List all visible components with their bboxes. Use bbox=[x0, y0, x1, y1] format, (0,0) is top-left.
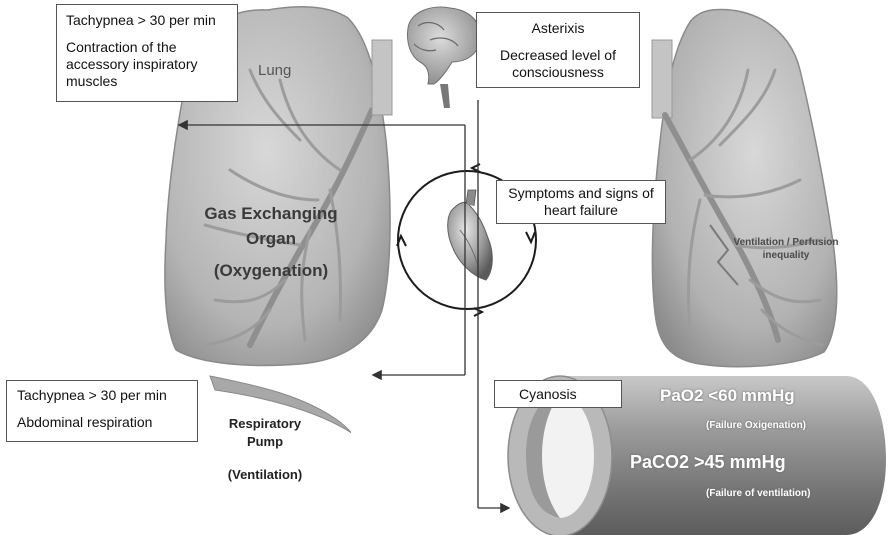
abdominal-respiration-text: Abdominal respiration bbox=[17, 414, 187, 431]
pao2-subtext: (Failure Oxigenation) bbox=[706, 420, 806, 431]
lung-label: Lung bbox=[258, 62, 291, 79]
cyanosis-text: Cyanosis bbox=[519, 386, 613, 403]
consciousness-text: Decreased level of consciousness bbox=[485, 47, 631, 81]
top-left-symptoms-box: Tachypnea > 30 per min Contraction of th… bbox=[56, 4, 238, 102]
top-left-tachypnea-text: Tachypnea > 30 per min bbox=[66, 12, 228, 29]
asterixis-text: Asterixis bbox=[485, 20, 631, 37]
respiratory-pump-line1: Respiratory bbox=[212, 416, 318, 431]
paco2-text: PaCO2 >45 mmHg bbox=[630, 452, 786, 473]
gas-exchange-line1: Gas Exchanging bbox=[196, 204, 346, 224]
respiratory-pump-label: Respiratory Pump (Ventilation) bbox=[212, 416, 318, 482]
top-left-accessory-muscles-text: Contraction of the accessory inspiratory… bbox=[66, 39, 228, 90]
pao2-text: PaO2 <60 mmHg bbox=[660, 386, 795, 406]
bottom-left-tachypnea-text: Tachypnea > 30 per min bbox=[17, 387, 187, 404]
brain-illustration bbox=[408, 7, 481, 108]
gas-exchange-line2: Organ bbox=[196, 229, 346, 249]
heart-failure-box: Symptoms and signs of heart failure bbox=[496, 180, 666, 224]
heart-illustration bbox=[448, 190, 493, 280]
bottom-left-symptoms-box: Tachypnea > 30 per min Abdominal respira… bbox=[6, 380, 198, 442]
paco2-subtext: (Failure of ventilation) bbox=[706, 488, 810, 499]
heart-failure-text: Symptoms and signs of heart failure bbox=[505, 185, 657, 219]
respiratory-pump-line3: (Ventilation) bbox=[212, 467, 318, 482]
vq-inequality-label: Ventilation / Perfusion inequality bbox=[730, 236, 842, 262]
cyanosis-box: Cyanosis bbox=[494, 380, 622, 408]
gas-exchange-label: Gas Exchanging Organ (Oxygenation) bbox=[196, 204, 346, 281]
respiratory-pump-line2: Pump bbox=[212, 434, 318, 449]
right-lung bbox=[652, 10, 837, 367]
brain-symptoms-box: Asterixis Decreased level of consciousne… bbox=[476, 12, 640, 88]
gas-exchange-line3: (Oxygenation) bbox=[196, 261, 346, 281]
